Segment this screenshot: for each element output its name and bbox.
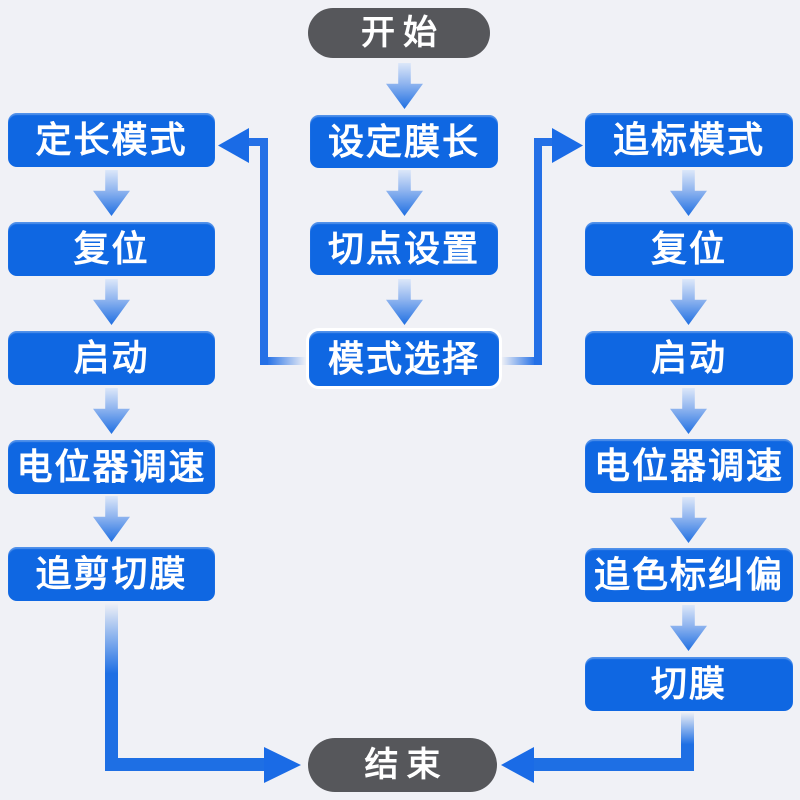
arrow-down-icon [93,496,130,542]
node-cut-film: 切膜 [585,657,793,711]
node-start-left: 启动 [8,331,215,385]
arrow-down-icon [670,170,707,216]
arrow-down-icon [670,279,707,325]
node-fixed-length-mode: 定长模式 [8,113,215,167]
node-reset-left: 复位 [8,222,215,276]
node-chase-cut-film: 追剪切膜 [8,547,215,601]
node-cut-point-setting: 切点设置 [310,222,498,275]
node-start-right: 启动 [585,331,793,385]
arrow-down-icon [93,388,130,434]
arrow-left-icon [501,747,534,783]
arrow-down-icon [93,170,130,216]
arrow-down-icon [386,63,423,109]
node-mode-select: 模式选择 [306,328,502,389]
node-reset-right: 复位 [585,222,793,276]
connector-left-to-end [105,758,266,771]
node-chase-mark-mode: 追标模式 [585,113,793,167]
connector-mode-to-left [262,357,310,365]
connector-left-to-end [105,603,118,771]
arrow-right-icon [264,747,301,783]
end-terminal: 结束 [308,738,497,792]
arrow-right-icon [552,128,583,163]
connector-mode-to-right [534,138,542,365]
connector-mode-to-left [260,138,268,365]
arrow-down-icon [670,605,707,651]
connector-mode-to-right [498,357,540,365]
node-potentiometer-speed-right: 电位器调速 [585,439,793,493]
arrow-left-icon [218,128,249,163]
arrow-down-icon [386,170,423,216]
connector-right-to-end [681,712,694,771]
connector-right-to-end [532,758,693,771]
arrow-down-icon [93,279,130,325]
node-potentiometer-speed-left: 电位器调速 [8,440,215,494]
connector-mode-to-left [248,138,262,146]
start-terminal: 开始 [308,8,490,58]
arrow-down-icon [670,388,707,434]
node-set-film-length: 设定膜长 [310,115,498,168]
arrow-down-icon [386,279,423,325]
arrow-down-icon [670,497,707,543]
node-color-mark-correction: 追色标纠偏 [585,548,793,602]
connector-mode-to-right [542,138,554,146]
